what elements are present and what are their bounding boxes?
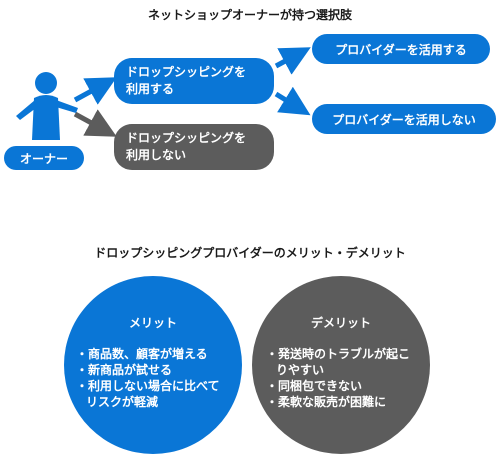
section-title: ドロップシッピングプロバイダーのメリット・デメリット (94, 246, 406, 260)
arrow-owner-to-use (73, 77, 117, 105)
demerit-item: ・発送時のトラブルが起こ りやすい (266, 347, 411, 377)
merit-list: ・商品数、顧客が増える ・新商品が試せる ・利用しない場合に比べて リスクが軽減 (76, 346, 240, 410)
arrow-to-provider-not-use (274, 86, 311, 116)
demerit-item: ・同梱包できない (266, 379, 363, 393)
demerit-item: ・柔軟な販売が困難に (266, 395, 387, 409)
demerit-circle: デメリット ・発送時のトラブルが起こ りやすい ・同梱包できない ・柔軟な販売が… (252, 276, 430, 454)
arrow-owner-to-not-use (73, 109, 117, 137)
person-icon (16, 72, 78, 140)
merit-item: ・新商品が試せる (76, 363, 173, 377)
provider-use: プロバイダーを活用する (312, 34, 490, 64)
diagram-title: ネットショップオーナーが持つ選択肢 (147, 8, 352, 22)
choice-use-dropshipping: ドロップシッピングを 利用する (114, 58, 274, 104)
provider-not-use: プロバイダーを活用しない (312, 104, 496, 134)
merit-circle: メリット ・商品数、顧客が増える ・新商品が試せる ・利用しない場合に比べて リ… (64, 276, 242, 454)
demerit-list: ・発送時のトラブルが起こ りやすい ・同梱包できない ・柔軟な販売が困難に (266, 346, 426, 410)
arrow-to-provider-use (274, 47, 311, 75)
merit-title: メリット (128, 316, 177, 330)
owner-label: オーナー (4, 146, 84, 170)
merit-item: ・利用しない場合に比べて リスクが軽減 (76, 379, 220, 409)
merit-item: ・商品数、顧客が増える (76, 347, 208, 361)
choice-not-use-dropshipping: ドロップシッピングを 利用しない (114, 124, 274, 170)
demerit-title: デメリット (310, 316, 371, 330)
